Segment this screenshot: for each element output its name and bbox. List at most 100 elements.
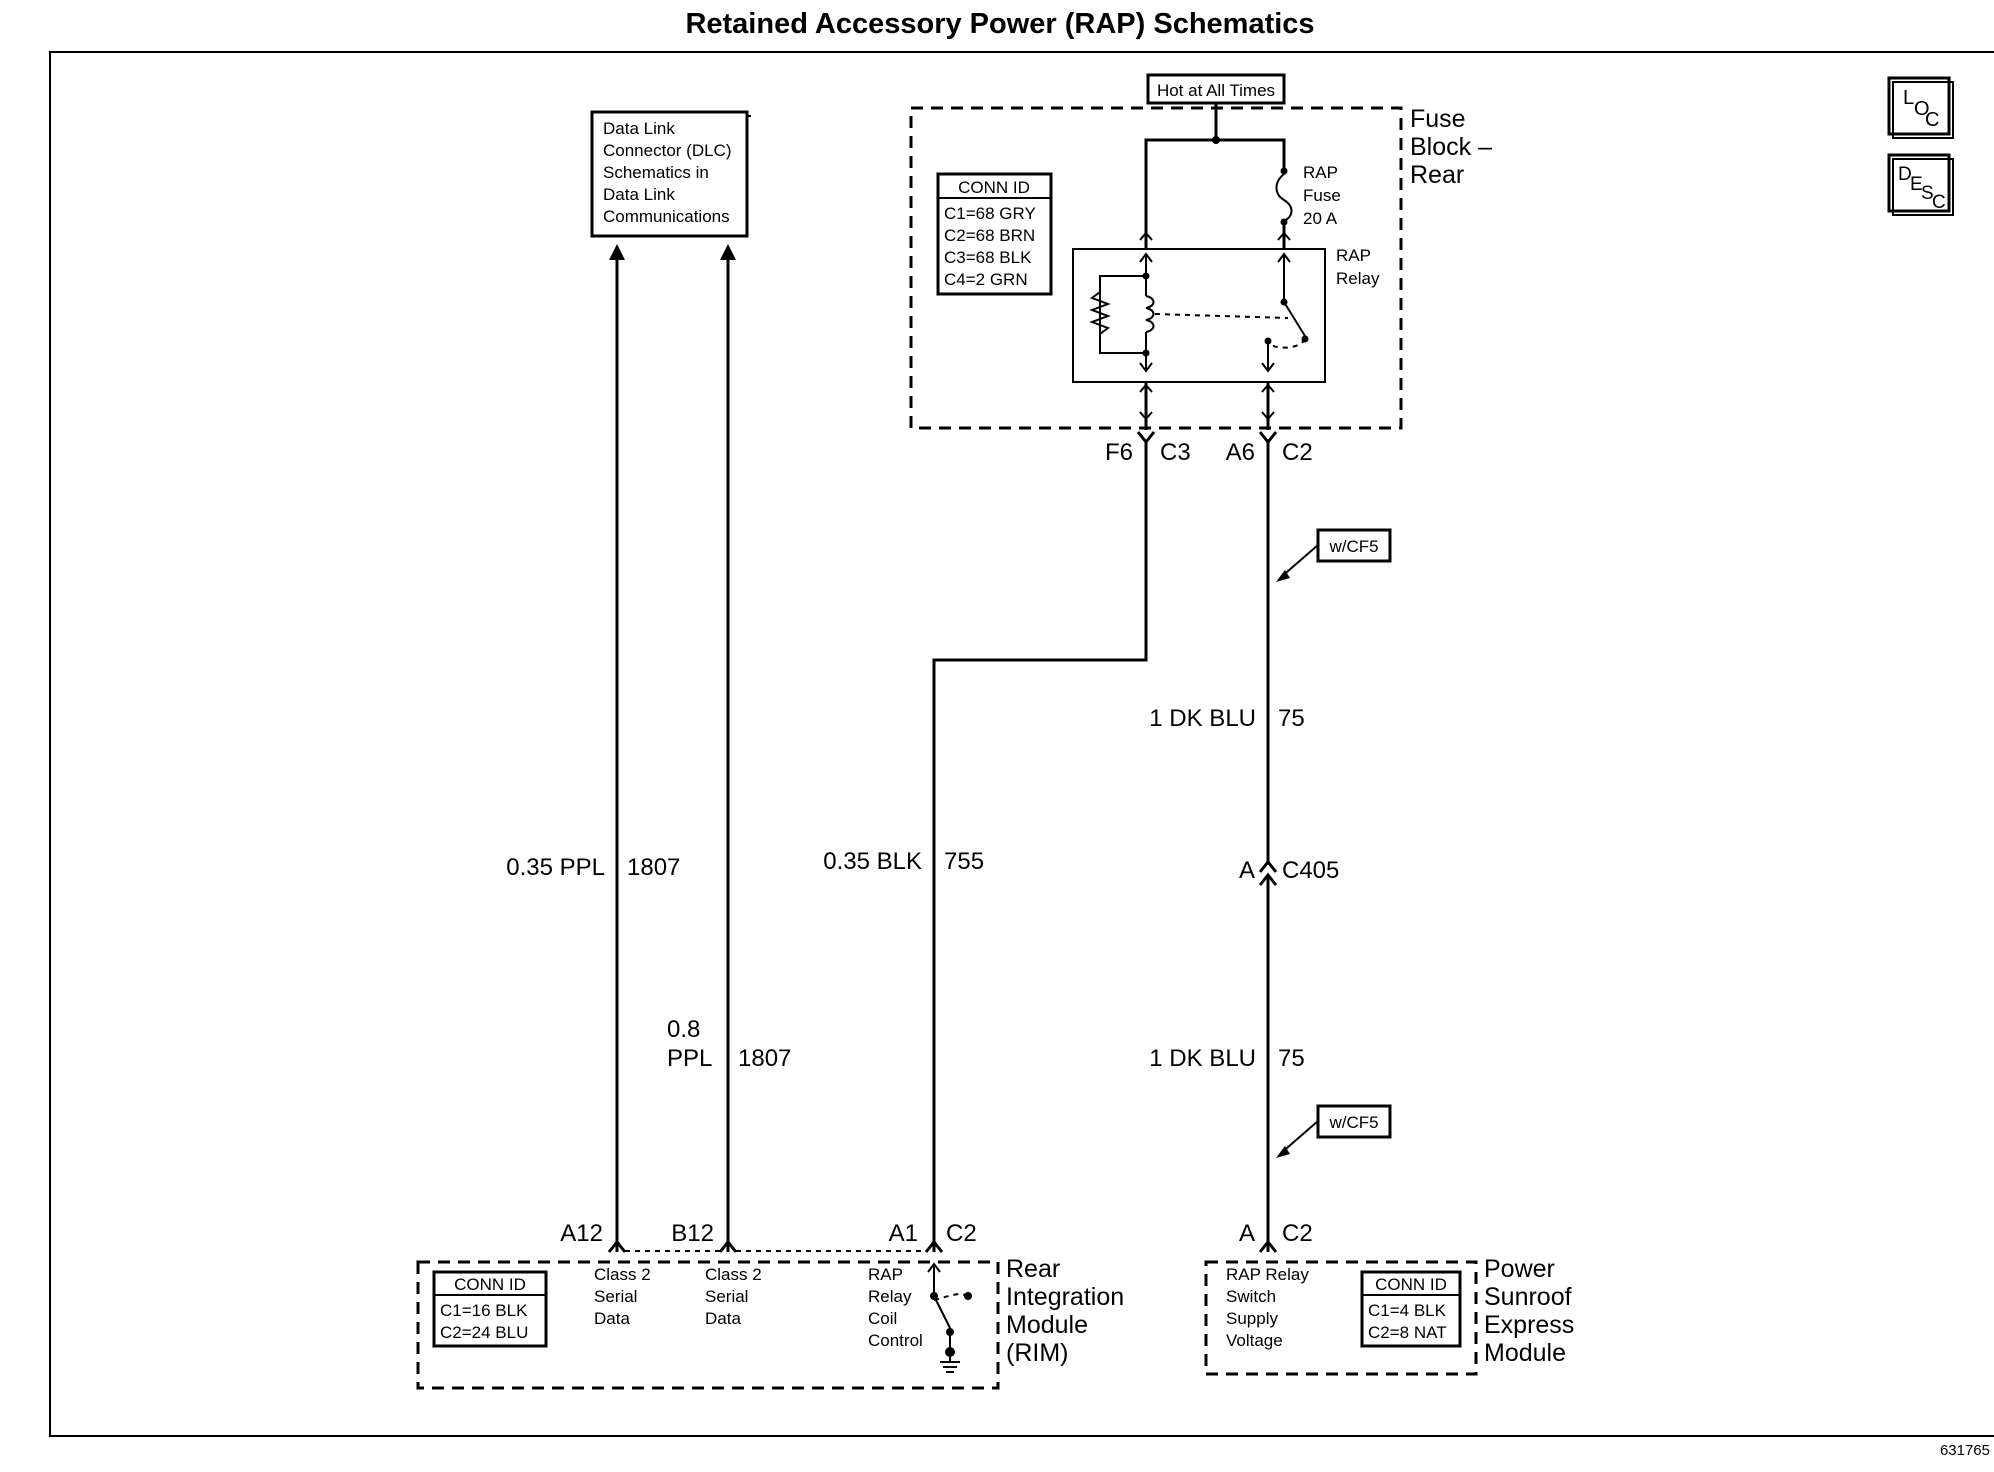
svg-text:RAP: RAP bbox=[1336, 246, 1371, 265]
option-tag-wcf5-lower: w/CF5 bbox=[1276, 1104, 1392, 1158]
wire-75-lower-label: 1 DK BLU 75 bbox=[1149, 1045, 1304, 1072]
svg-text:20 A: 20 A bbox=[1303, 209, 1338, 228]
svg-text:0.8: 0.8 bbox=[667, 1016, 700, 1043]
wire-1807-a12-label: 0.35 PPL 1807 bbox=[506, 854, 680, 881]
svg-text:C2=8 NAT: C2=8 NAT bbox=[1368, 1323, 1447, 1342]
svg-text:Hot at All Times: Hot at All Times bbox=[1157, 81, 1275, 100]
rim-circuit-rap-relay-coil-control: RAP Relay Coil Control bbox=[868, 1265, 923, 1350]
psem-connector-pin: A C2 bbox=[1239, 1220, 1313, 1253]
svg-text:w/CF5: w/CF5 bbox=[1328, 537, 1378, 556]
svg-text:A: A bbox=[1239, 1220, 1255, 1247]
svg-text:0.35 BLK: 0.35 BLK bbox=[823, 848, 922, 875]
svg-text:Data: Data bbox=[594, 1309, 630, 1328]
rim-circuit-class2-b12: Class 2 Serial Data bbox=[705, 1265, 762, 1328]
svg-text:CONN ID: CONN ID bbox=[1375, 1275, 1447, 1294]
svg-text:C2=24 BLU: C2=24 BLU bbox=[440, 1323, 528, 1342]
svg-text:Fuse: Fuse bbox=[1410, 105, 1466, 133]
svg-text:Integration: Integration bbox=[1006, 1283, 1124, 1311]
svg-text:A: A bbox=[1239, 857, 1255, 884]
rim-label: Rear Integration Module (RIM) bbox=[1006, 1255, 1124, 1367]
svg-text:Rear: Rear bbox=[1410, 161, 1464, 189]
svg-text:CONN ID: CONN ID bbox=[454, 1275, 526, 1294]
svg-text:S: S bbox=[1921, 183, 1934, 204]
wire-75-upper-label: 1 DK BLU 75 bbox=[1149, 705, 1304, 732]
svg-text:w/CF5: w/CF5 bbox=[1328, 1113, 1378, 1132]
connector-c3-f6: F6 C3 bbox=[1105, 431, 1191, 466]
svg-text:75: 75 bbox=[1278, 1045, 1305, 1072]
dlc-reference-box[interactable]: Data Link Connector (DLC) Schematics in … bbox=[590, 110, 751, 238]
svg-text:B12: B12 bbox=[671, 1220, 714, 1247]
svg-text:Class 2: Class 2 bbox=[594, 1265, 651, 1284]
svg-text:Power: Power bbox=[1484, 1255, 1555, 1283]
psem-label: Power Sunroof Express Module bbox=[1484, 1255, 1574, 1367]
svg-text:PPL: PPL bbox=[667, 1045, 712, 1072]
svg-text:Express: Express bbox=[1484, 1311, 1574, 1339]
svg-text:C1=68 GRY: C1=68 GRY bbox=[944, 204, 1036, 223]
diagram-frame bbox=[49, 51, 1994, 1437]
figure-id: 631765 bbox=[1940, 1442, 1990, 1459]
svg-text:C: C bbox=[1925, 109, 1939, 131]
svg-text:1807: 1807 bbox=[627, 854, 680, 881]
rap-relay-label: RAP Relay bbox=[1336, 246, 1380, 288]
svg-text:C1=4 BLK: C1=4 BLK bbox=[1368, 1301, 1447, 1320]
svg-text:Block –: Block – bbox=[1410, 133, 1492, 161]
psem-circuit-rap-relay-switch-supply: RAP Relay Switch Supply Voltage bbox=[1226, 1265, 1309, 1350]
svg-text:Fuse: Fuse bbox=[1303, 186, 1341, 205]
svg-text:Class 2: Class 2 bbox=[705, 1265, 762, 1284]
rap-relay bbox=[1072, 231, 1326, 430]
page-title: Retained Accessory Power (RAP) Schematic… bbox=[685, 8, 1314, 40]
svg-text:0.35 PPL: 0.35 PPL bbox=[506, 854, 605, 881]
rim-connector-pins: A12 B12 A1 C2 bbox=[560, 1220, 977, 1253]
psem-conn-id-table: CONN ID C1=4 BLK C2=8 NAT bbox=[1360, 1270, 1462, 1348]
svg-text:Sunroof: Sunroof bbox=[1484, 1283, 1572, 1311]
svg-text:CONN ID: CONN ID bbox=[958, 178, 1030, 197]
wire-755-label: 0.35 BLK 755 bbox=[823, 848, 984, 875]
svg-text:Supply: Supply bbox=[1226, 1309, 1278, 1328]
svg-text:Relay: Relay bbox=[868, 1287, 912, 1306]
svg-text:C: C bbox=[1932, 192, 1946, 213]
svg-text:RAP Relay: RAP Relay bbox=[1226, 1265, 1309, 1284]
svg-text:C2: C2 bbox=[1282, 439, 1313, 466]
wire-1807-b12 bbox=[720, 244, 736, 1252]
wire-1807-b12-label: 0.8 PPL 1807 bbox=[667, 1016, 791, 1072]
svg-text:Rear: Rear bbox=[1006, 1255, 1060, 1283]
svg-text:Switch: Switch bbox=[1226, 1287, 1276, 1306]
svg-text:C4=2 GRN: C4=2 GRN bbox=[944, 270, 1028, 289]
svg-text:RAP: RAP bbox=[868, 1265, 903, 1284]
rap-fuse-icon bbox=[1275, 167, 1293, 240]
svg-text:A6: A6 bbox=[1226, 439, 1255, 466]
svg-text:L: L bbox=[1903, 87, 1914, 109]
svg-text:Data Link: Data Link bbox=[603, 119, 675, 138]
svg-text:O: O bbox=[1914, 98, 1930, 120]
rap-fuse-label: RAP Fuse 20 A bbox=[1303, 163, 1341, 228]
svg-text:A12: A12 bbox=[560, 1220, 603, 1247]
svg-text:75: 75 bbox=[1278, 705, 1305, 732]
svg-text:755: 755 bbox=[944, 848, 984, 875]
svg-text:(RIM): (RIM) bbox=[1006, 1339, 1068, 1367]
desc-icon[interactable]: D E S C bbox=[1887, 153, 1954, 216]
svg-text:A1: A1 bbox=[889, 1220, 918, 1247]
svg-text:C405: C405 bbox=[1282, 857, 1339, 884]
rim-conn-id-table: CONN ID C1=16 BLK C2=24 BLU bbox=[432, 1270, 548, 1348]
svg-text:Serial: Serial bbox=[594, 1287, 637, 1306]
wire-755 bbox=[932, 442, 1148, 1252]
rim-circuit-class2-a12: Class 2 Serial Data bbox=[594, 1265, 651, 1328]
fuse-block-conn-id-table: CONN ID C1=68 GRY C2=68 BRN C3=68 BLK C4… bbox=[936, 172, 1053, 296]
ground-icon bbox=[940, 1347, 960, 1373]
svg-text:1 DK BLU: 1 DK BLU bbox=[1149, 1045, 1256, 1072]
psem-outline bbox=[1204, 1260, 1478, 1376]
svg-text:C3=68 BLK: C3=68 BLK bbox=[944, 248, 1032, 267]
svg-text:1 DK BLU: 1 DK BLU bbox=[1149, 705, 1256, 732]
svg-text:Data Link: Data Link bbox=[603, 185, 675, 204]
svg-text:Module: Module bbox=[1484, 1339, 1566, 1367]
hot-at-all-times-label: Hot at All Times bbox=[1146, 73, 1286, 105]
fuse-block-rear-outline bbox=[909, 106, 1403, 430]
svg-text:C3: C3 bbox=[1160, 439, 1191, 466]
svg-text:Relay: Relay bbox=[1336, 269, 1380, 288]
loc-icon[interactable]: L O C bbox=[1887, 76, 1954, 139]
svg-text:Schematics in: Schematics in bbox=[603, 163, 709, 182]
svg-text:Communications: Communications bbox=[603, 207, 730, 226]
svg-text:1807: 1807 bbox=[738, 1045, 791, 1072]
svg-text:F6: F6 bbox=[1105, 439, 1133, 466]
